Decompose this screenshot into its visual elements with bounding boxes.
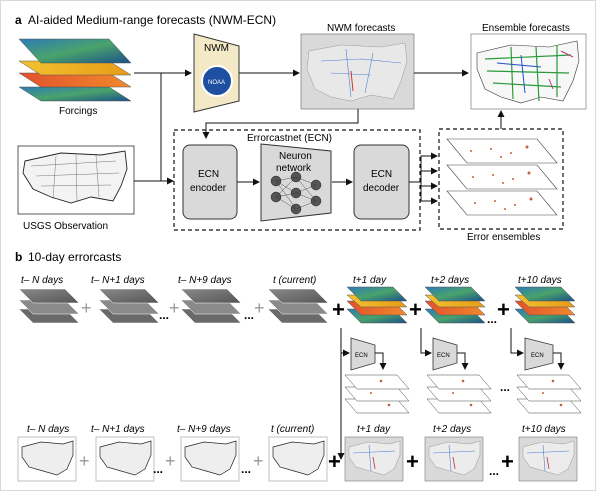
forecast-label-2: t+10 days	[518, 275, 562, 286]
ellipsis-mid: ...	[500, 380, 510, 394]
ellipsis-top-2: ...	[487, 312, 497, 326]
time-label-top-0: t– N days	[21, 275, 63, 286]
future-forcing-stacks	[346, 286, 576, 324]
plus-top-4: +	[409, 297, 422, 322]
history-stack-1	[98, 288, 160, 324]
plus-bottom-4: +	[406, 449, 419, 474]
small-error-stack-2	[516, 374, 582, 414]
forcings-stack	[18, 38, 132, 102]
obs-map-3	[268, 436, 328, 482]
panel-b-arrows	[337, 328, 565, 460]
forecast-map-0	[344, 436, 404, 482]
ecn-small-units	[350, 337, 554, 371]
error-ensembles-stack	[446, 138, 558, 216]
plus-top-2: +	[254, 298, 265, 318]
forecast-label-1: t+2 days	[431, 275, 469, 286]
ecn-small-0: ECN	[355, 353, 368, 359]
ecn-encoder-line1: ECN	[198, 169, 219, 180]
small-error-stacks	[344, 374, 582, 414]
plus-top-3: +	[332, 297, 345, 322]
time-label-top-2: t– N+9 days	[178, 275, 232, 286]
bottom-forecast-maps	[344, 436, 578, 482]
bottom-forecast-label-0: t+1 day	[357, 424, 391, 435]
history-stack-0	[18, 288, 80, 324]
time-label-top-1: t– N+1 days	[91, 275, 145, 286]
future-stack-0	[346, 286, 408, 324]
ecn-decoder-line2: decoder	[363, 183, 400, 194]
ecn-decoder-line1: ECN	[371, 169, 392, 180]
noaa-logo-text: NOAA	[208, 80, 225, 86]
obs-map-1	[95, 436, 155, 482]
time-label-bottom-3: t (current)	[271, 424, 314, 435]
nwm-forecasts-map	[300, 33, 415, 110]
obs-map-0	[17, 436, 77, 482]
forecast-map-2	[518, 436, 578, 482]
nwm-box-label: NWM	[204, 43, 229, 54]
ecn-group-border	[173, 129, 421, 231]
ellipsis-bottom-0: ...	[153, 462, 163, 476]
decoder-to-errors-arrows	[409, 152, 438, 205]
time-label-top-3: t (current)	[273, 275, 316, 286]
history-forcing-stacks	[18, 288, 329, 324]
time-label-bottom-2: t– N+9 days	[177, 424, 231, 435]
nwm-forecasts-label: NWM forecasts	[327, 23, 395, 34]
plus-bottom-3: +	[328, 449, 341, 474]
plus-top-0: +	[81, 298, 92, 318]
neuron-network-line1: Neuron	[279, 151, 312, 162]
neuron-network	[260, 143, 332, 222]
forecast-label-0: t+1 day	[353, 275, 387, 286]
time-label-bottom-1: t– N+1 days	[91, 424, 145, 435]
plus-top-1: +	[169, 298, 180, 318]
ellipsis-top-0: ...	[159, 308, 169, 322]
small-error-stack-1	[426, 374, 492, 414]
panel-b-label: b	[15, 250, 22, 264]
plus-bottom-5: +	[501, 449, 514, 474]
future-stack-2	[514, 286, 576, 324]
panel-a-title: AI-aided Medium-range forecasts (NWM-ECN…	[28, 13, 276, 27]
ecn-small-2: ECN	[531, 353, 544, 359]
ecn-encoder-line2: encoder	[190, 183, 227, 194]
nwm-model-box: NOAA	[193, 33, 240, 113]
plus-bottom-0: +	[79, 451, 90, 471]
bottom-observation-maps	[17, 436, 328, 482]
plus-top-5: +	[497, 297, 510, 322]
forecast-map-1	[424, 436, 484, 482]
plus-bottom-1: +	[165, 451, 176, 471]
obs-map-2	[180, 436, 240, 482]
time-label-bottom-0: t– N days	[27, 424, 69, 435]
plus-bottom-2: +	[253, 451, 264, 471]
ecn-group-label: Errorcastnet (ECN)	[247, 133, 332, 144]
bottom-forecast-label-1: t+2 days	[433, 424, 471, 435]
history-stack-2	[180, 288, 242, 324]
ecn-small-1: ECN	[437, 353, 450, 359]
error-ensembles-label: Error ensembles	[467, 232, 540, 243]
usgs-label: USGS Observation	[23, 221, 108, 232]
usgs-observation-map	[17, 145, 135, 215]
ensemble-forecasts-map	[470, 33, 587, 110]
forcings-label: Forcings	[59, 106, 97, 117]
ellipsis-bottom-2: ...	[489, 464, 499, 478]
bottom-forecast-label-2: t+10 days	[522, 424, 566, 435]
panel-b-title: 10-day errorcasts	[28, 250, 121, 264]
small-error-stack-0	[344, 374, 410, 414]
ecn-encoder-box	[182, 144, 238, 220]
ellipsis-top-1: ...	[244, 308, 254, 322]
ellipsis-bottom-1: ...	[241, 462, 251, 476]
neuron-network-line2: network	[276, 163, 312, 174]
panel-a-label: a	[15, 13, 22, 27]
ensemble-forecasts-label: Ensemble forecasts	[482, 23, 570, 34]
ecn-decoder-box	[353, 144, 410, 220]
future-stack-1	[424, 286, 486, 324]
history-stack-3	[267, 288, 329, 324]
